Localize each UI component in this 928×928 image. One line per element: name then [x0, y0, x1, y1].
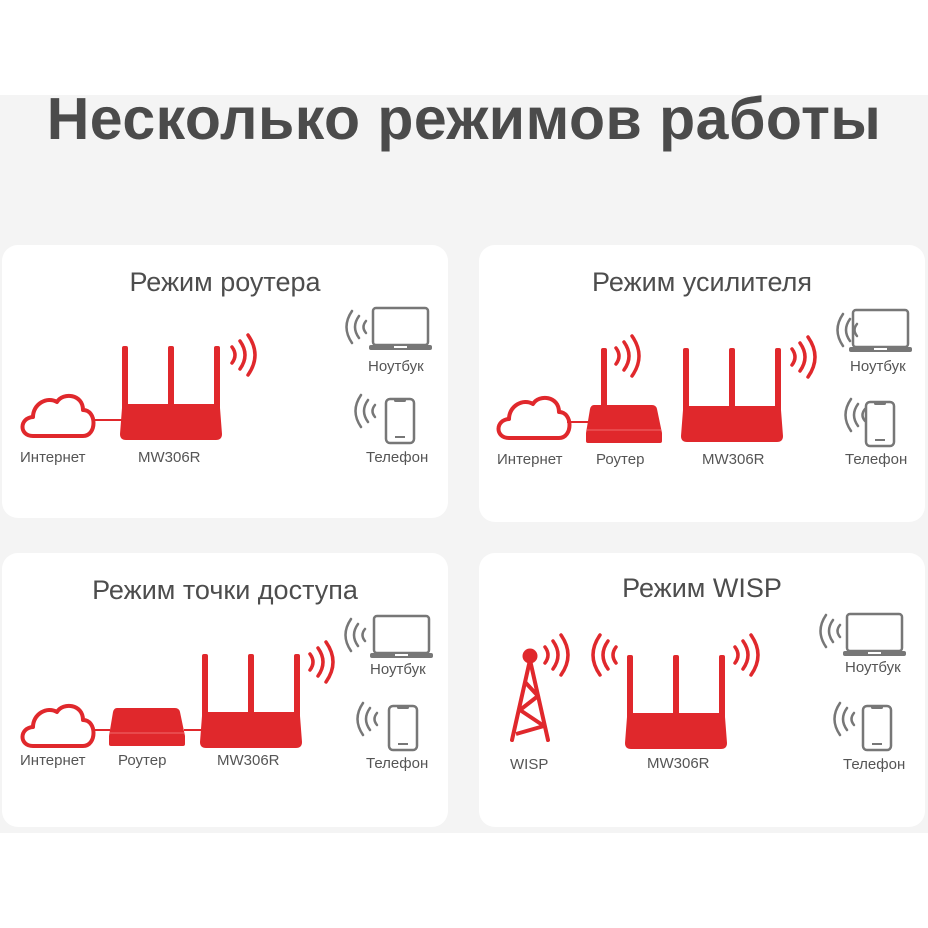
label-wisp: WISP: [510, 756, 549, 773]
access-point-mode-diagram: [20, 614, 435, 752]
label-router: Роутер: [118, 752, 167, 769]
label-phone: Телефон: [366, 755, 429, 772]
wifi-gray-icon: [345, 309, 368, 345]
wifi-signal-icon: [543, 633, 570, 677]
tower-icon: [510, 646, 550, 742]
router-icon: [200, 654, 302, 748]
label-internet: Интернет: [497, 451, 563, 468]
phone-icon: [384, 397, 416, 445]
label-phone: Телефон: [366, 449, 429, 466]
wifi-signal-icon: [591, 633, 618, 677]
label-router: Роутер: [596, 451, 645, 468]
label-laptop: Ноутбук: [845, 659, 901, 676]
wifi-signal-icon: [308, 640, 335, 684]
phone-icon: [861, 704, 893, 752]
card-router-mode: Режим роутера Интернет MW306R Ноутбук Те…: [2, 245, 448, 518]
label-laptop: Ноутбук: [368, 358, 424, 375]
card-title: Режим WISP: [622, 573, 782, 603]
router-icon: [120, 346, 222, 440]
cloud-icon: [496, 395, 572, 440]
label-internet: Интернет: [20, 449, 86, 466]
wifi-gray-icon: [844, 397, 867, 433]
page-title: Несколько режимов работы: [46, 86, 882, 152]
wifi-gray-icon: [833, 701, 856, 737]
label-internet: Интернет: [20, 752, 86, 769]
laptop-icon: [841, 612, 908, 658]
wifi-signal-icon: [230, 333, 257, 377]
label-laptop: Ноутбук: [370, 661, 426, 678]
router-icon: [625, 655, 727, 749]
laptop-icon: [368, 614, 435, 660]
laptop-icon: [367, 306, 434, 352]
wisp-mode-diagram: [510, 612, 908, 752]
laptop-icon: [847, 308, 914, 354]
label-device: MW306R: [702, 451, 765, 468]
card-wisp-mode: Режим WISP WISP MW306R Ноутбук Телефон: [479, 553, 925, 827]
router-icon: [681, 348, 783, 442]
card-title: Режим роутера: [129, 267, 321, 297]
cloud-icon: [20, 393, 96, 438]
label-device: MW306R: [138, 449, 201, 466]
small-router-icon: [108, 707, 186, 747]
label-laptop: Ноутбук: [850, 358, 906, 375]
wifi-gray-icon: [356, 701, 379, 737]
wifi-signal-icon: [790, 335, 817, 379]
card-title: Режим усилителя: [592, 267, 812, 297]
label-phone: Телефон: [843, 756, 906, 773]
card-title: Режим точки доступа: [92, 575, 358, 605]
label-phone: Телефон: [845, 451, 908, 468]
wifi-signal-icon: [733, 633, 760, 677]
phone-icon: [387, 704, 419, 752]
card-repeater-mode: Режим усилителя Интернет Роутер MW306R Н…: [479, 245, 925, 522]
card-access-point-mode: Режим точки доступа Интернет Роутер MW30…: [2, 553, 448, 827]
router-mode-diagram: [20, 306, 434, 445]
cloud-icon: [20, 703, 96, 748]
repeater-mode-diagram: [496, 308, 914, 448]
phone-icon: [864, 400, 896, 448]
wifi-gray-icon: [819, 613, 842, 649]
wifi-gray-icon: [344, 617, 367, 653]
label-device: MW306R: [217, 752, 280, 769]
label-device: MW306R: [647, 755, 710, 772]
small-router-icon: [585, 404, 663, 444]
wifi-signal-icon: [614, 334, 641, 378]
wifi-gray-icon: [354, 393, 377, 429]
